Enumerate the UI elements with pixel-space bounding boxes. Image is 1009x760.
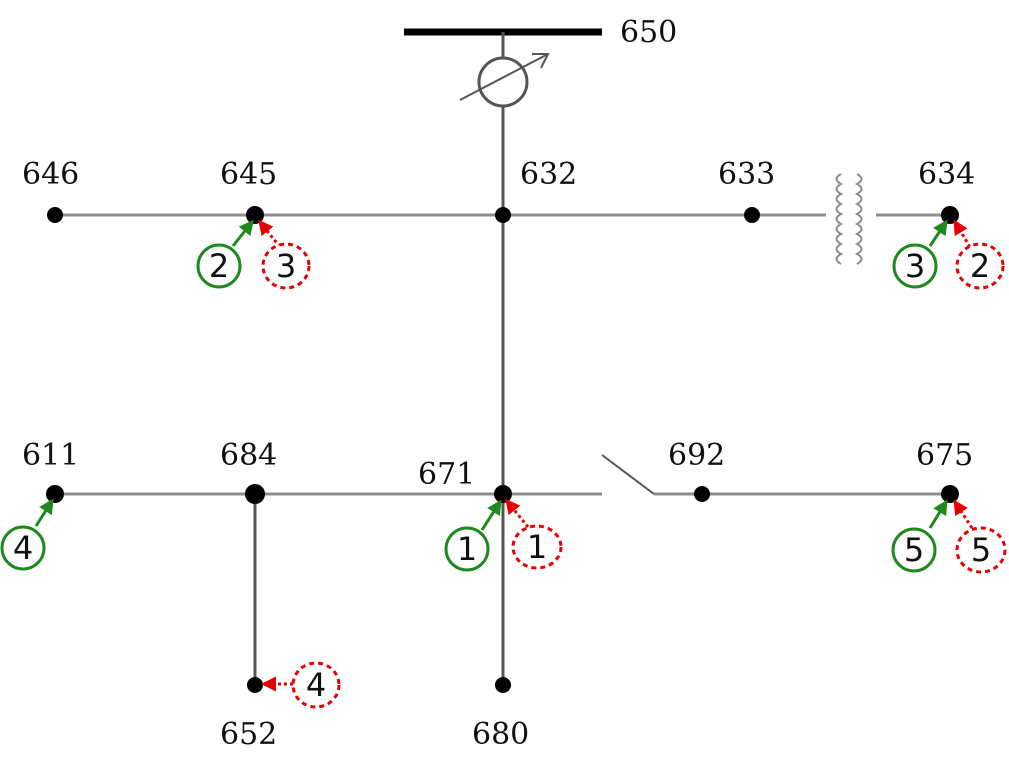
node-633 [744, 207, 760, 223]
green-marker-611: 4 [0, 498, 54, 571]
node-684 [245, 484, 265, 504]
node-646 [47, 207, 63, 223]
red-marker-634: 2 [953, 219, 1005, 290]
bus-label-632: 632 [520, 157, 577, 192]
node-675 [941, 485, 959, 503]
bus-label-680: 680 [472, 717, 529, 752]
red-marker-645: 3 [258, 219, 311, 290]
regulator-icon [459, 53, 550, 108]
svg-text:1: 1 [457, 530, 477, 568]
bus-label-671: 671 [418, 457, 475, 492]
red-marker-675: 5 [953, 499, 1007, 574]
node-632 [495, 207, 511, 223]
svg-text:4: 4 [13, 529, 33, 567]
node-652 [247, 677, 263, 693]
bus-label-684: 684 [220, 438, 277, 473]
green-marker-645: 2 [196, 219, 254, 289]
node-645 [246, 206, 264, 224]
switch-icon [601, 454, 655, 495]
svg-text:2: 2 [209, 247, 229, 285]
bus-label-646: 646 [22, 157, 79, 192]
node-611 [46, 485, 64, 503]
red-marker-652: 4 [261, 661, 341, 709]
red-marker-671: 1 [505, 498, 563, 570]
node-680 [495, 677, 511, 693]
svg-text:4: 4 [306, 666, 326, 704]
green-marker-671: 1 [444, 499, 502, 572]
green-marker-675: 5 [891, 499, 948, 573]
svg-text:2: 2 [970, 247, 990, 285]
svg-text:1: 1 [527, 528, 547, 566]
svg-text:5: 5 [971, 531, 991, 569]
bus-label-652: 652 [220, 717, 277, 752]
node-692 [694, 486, 710, 502]
green-marker-634: 3 [892, 219, 948, 289]
bus-label-633: 633 [718, 157, 775, 192]
bus-label-634: 634 [918, 157, 975, 192]
svg-text:3: 3 [276, 247, 296, 285]
bus-label-675: 675 [916, 438, 973, 473]
bus-label-692: 692 [668, 438, 725, 473]
bus-label-645: 645 [220, 157, 277, 192]
node-634 [941, 206, 959, 224]
transformer-icon [835, 173, 863, 265]
svg-text:3: 3 [905, 247, 925, 285]
svg-text:5: 5 [904, 531, 924, 569]
bus-label-611: 611 [22, 438, 79, 473]
node-671 [494, 485, 512, 503]
bus-label-650: 650 [620, 15, 677, 50]
